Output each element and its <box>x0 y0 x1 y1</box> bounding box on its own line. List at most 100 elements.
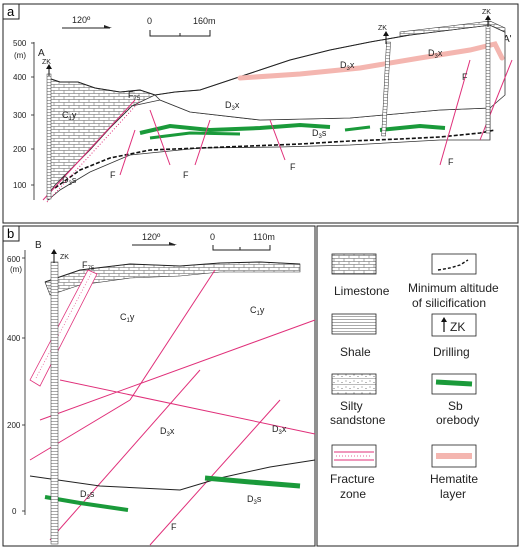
panel-b-tag: b <box>7 226 14 241</box>
panel-a-scale-bar: 0 160m <box>147 16 216 37</box>
fault-a-3 <box>194 119 211 166</box>
fault-a-2 <box>149 109 171 166</box>
unit-d3s-a-2: D3s <box>62 175 77 187</box>
drill-arrow-icon <box>485 15 491 20</box>
topography-line-b <box>44 261 301 283</box>
direction-arrow-icon <box>169 242 177 245</box>
hematite-layer <box>237 41 505 81</box>
fracture-zone-a-1 <box>42 99 136 201</box>
fault-b-4 <box>29 399 131 461</box>
section-start-a: A <box>38 48 45 59</box>
fault-label-a-5: F <box>448 157 454 167</box>
drill-label-a-3: ZK <box>482 9 491 16</box>
legend-frame <box>316 225 519 547</box>
legend-drilling-symbol: ZK <box>450 320 465 334</box>
section-start-b: B <box>35 240 42 251</box>
y-tick-0: 0 <box>12 507 17 516</box>
panel-a-direction: 120º <box>62 15 112 29</box>
section-end-a: A' <box>503 34 512 45</box>
fault-label-a-3: F <box>290 162 296 172</box>
drill-arrow-icon <box>51 249 57 254</box>
drill-a-2: ZK <box>378 25 391 137</box>
silicification-min-line <box>54 129 496 189</box>
fault-a-4 <box>269 119 286 161</box>
legend-limestone-label: Limestone <box>334 284 390 298</box>
legend-limestone-swatch <box>331 253 377 275</box>
y-tick-200: 200 <box>13 145 27 154</box>
y-tick-400: 400 <box>7 334 21 343</box>
unit-d3s-b-2: D3s <box>247 494 262 506</box>
scale-line-b <box>212 245 271 251</box>
panel-b-scale-bar: 0 110m <box>210 232 275 251</box>
panel-b-tag-box <box>2 225 20 242</box>
drill-core-b <box>50 261 59 545</box>
legend-silicification-swatch <box>431 253 477 275</box>
fracture-label-a: F75 <box>128 90 141 102</box>
drill-label-a-1: ZK <box>42 59 51 66</box>
y-tick-500: 500 <box>13 39 27 48</box>
legend-silicification-line1: Minimum altitude <box>408 281 499 295</box>
unit-c1y-a: C1y <box>62 110 77 122</box>
orebody-band-3 <box>379 123 446 132</box>
legend-fracture-line2: zone <box>340 487 366 501</box>
legend-shale-label: Shale <box>340 345 371 359</box>
drill-label-b: ZK <box>60 254 69 261</box>
legend-orebody-line <box>435 379 473 387</box>
y-tick-300: 300 <box>13 111 27 120</box>
fault-label-a-1: F <box>110 170 116 180</box>
unit-d3s-b-1: D3s <box>80 489 95 501</box>
orebody-b-2 <box>204 475 301 489</box>
panel-a-direction-label: 120º <box>72 15 91 25</box>
unit-label-b: (m) <box>10 265 22 274</box>
panel-a-y-axis: (m) 500 400 300 200 100 <box>13 39 35 200</box>
legend-fracture-line1: Fracture <box>330 472 375 486</box>
drill-label-a-2: ZK <box>378 25 387 32</box>
scale-end: 160m <box>193 16 216 26</box>
orebody-band-1 <box>139 122 331 135</box>
limestone-cap-right <box>399 20 506 37</box>
panel-b-y-axis: 600 (m) 400 200 0 <box>7 250 26 516</box>
fault-b-1 <box>129 269 216 401</box>
fault-label-b: F <box>171 522 177 532</box>
legend-hematite-line2: layer <box>440 487 466 501</box>
fracture-zone-b: F75 <box>29 260 98 387</box>
unit-d3x-a-3: D3x <box>428 48 443 60</box>
unit-label: (m) <box>14 51 26 60</box>
unit-d3s-a-1: D3s <box>312 128 327 140</box>
unit-c1y-b-1: C1y <box>120 312 135 324</box>
fault-label-a-2: F <box>183 170 189 180</box>
contact-line-b <box>29 459 316 491</box>
legend: Limestone Minimum altitude of silicifica… <box>316 225 519 547</box>
panel-a-frame <box>2 3 519 224</box>
legend-shale-swatch <box>331 313 377 335</box>
legend-orebody-line2: orebody <box>436 413 479 427</box>
panel-b-direction-label: 120º <box>142 232 161 242</box>
scale-start-b: 0 <box>210 232 215 242</box>
y-tick-200: 200 <box>7 421 21 430</box>
drill-a-1: ZK <box>42 59 52 200</box>
scale-end-b: 110m <box>253 232 275 242</box>
fault-b-3 <box>59 379 316 435</box>
panel-b-frame <box>2 225 316 547</box>
unit-d3x-a-1: D3x <box>225 100 240 112</box>
drill-b: ZK <box>50 249 69 545</box>
fault-a-5 <box>439 59 471 166</box>
legend-silicification-line2: of silicification <box>412 296 486 310</box>
unit-d3x-a-2: D3x <box>340 60 355 72</box>
unit-c1y-b-2: C1y <box>250 305 265 317</box>
scale-start: 0 <box>147 16 152 26</box>
drill-arrow-icon <box>383 31 389 36</box>
y-tick-100: 100 <box>13 181 27 190</box>
fracture-label-b: F75 <box>82 260 95 272</box>
fault-b-6 <box>149 399 281 546</box>
legend-drilling-label: Drilling <box>433 345 470 359</box>
orebody-band-4 <box>344 125 371 132</box>
fault-a-1 <box>119 129 136 176</box>
legend-silty-line1: Silty <box>340 399 363 413</box>
legend-silty-line2: sandstone <box>330 413 386 427</box>
orebody-band-2 <box>149 131 241 140</box>
direction-arrow-icon <box>104 25 112 28</box>
panel-b-direction: 120º <box>132 232 177 246</box>
panel-a-tag: a <box>7 4 15 19</box>
